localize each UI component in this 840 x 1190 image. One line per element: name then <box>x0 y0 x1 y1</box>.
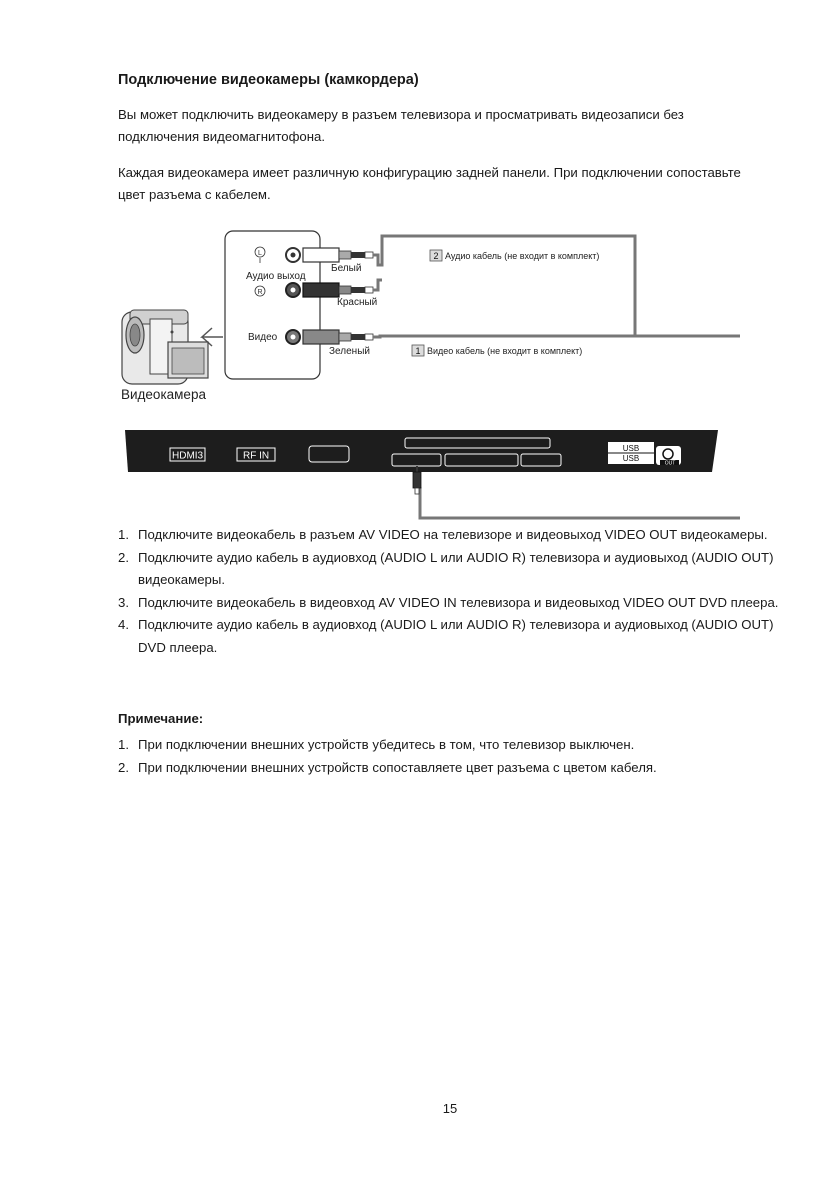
white-label: Белый <box>331 263 361 274</box>
page-number: 15 <box>442 1101 458 1116</box>
audio-cable-number: 2 <box>433 251 438 261</box>
audio-out-label: Аудио выход <box>246 271 306 282</box>
video-cable-number: 1 <box>415 346 420 356</box>
step-text: Подключите аудио кабель в аудиовход (AUD… <box>138 617 774 655</box>
step-number: 3. <box>118 594 129 610</box>
video-cable-label: Видео кабель (не входит в комплект) <box>427 346 582 356</box>
green-jack-pin <box>290 334 296 340</box>
audio-cable-number-box <box>429 249 443 262</box>
step-number: 4. <box>118 617 129 632</box>
white-jack-pin <box>290 252 296 258</box>
step-text: Подключите видеокабель в видеовход AV VI… <box>138 594 779 610</box>
green-label: Зеленый <box>329 346 370 357</box>
note-number: 2. <box>118 759 129 775</box>
left-channel-mark <box>254 246 266 258</box>
right-channel-letter: R <box>257 289 262 296</box>
step-text: Подключите аудио кабель в аудиовход (AUD… <box>138 549 774 588</box>
config-paragraph: Каждая видеокамера имеет различную конфи… <box>118 165 741 202</box>
white-plug <box>302 247 374 263</box>
step-item: 4. Подключите аудио кабель в аудиовход (… <box>118 614 798 659</box>
red-plug <box>302 282 374 298</box>
tv-video-plug <box>412 466 422 495</box>
intro-paragraph: Вы может подключить видеокамеру в разъем… <box>118 107 684 144</box>
usb-port-label-2: USB <box>623 454 639 463</box>
steps-list: 1. Подключите видеокабель в разъем AV VI… <box>118 524 798 659</box>
video-jack-label: Видео <box>248 332 278 343</box>
red-jack-pin <box>290 287 296 293</box>
left-channel-letter: L <box>258 250 262 257</box>
rf-in-port-label: RF IN <box>243 451 269 462</box>
note-number: 1. <box>118 737 129 752</box>
step-item: 2. Подключите аудио кабель в аудиовход (… <box>118 547 798 592</box>
arrow-icon <box>200 327 223 338</box>
step-number: 2. <box>118 549 129 565</box>
step-item: 1. Подключите видеокабель в разъем AV VI… <box>118 524 798 547</box>
section-heading: Подключение видеокамеры (камкордера) <box>118 72 419 88</box>
audio-cable <box>373 234 637 336</box>
step-item: 3. Подключите видеокабель в видеовход AV… <box>118 592 798 615</box>
audio-cable-label: Аудио кабель (не входит в комплект) <box>445 251 599 261</box>
hdmi-port-label: HDMI3 <box>172 451 204 462</box>
headphone-out-label: OUT <box>665 461 676 467</box>
step-number: 1. <box>118 527 129 542</box>
note-item: 2. При подключении внешних устройств соп… <box>118 757 798 780</box>
step-text: Подключите видеокабель в разъем AV VIDEO… <box>138 527 768 542</box>
right-channel-mark <box>254 285 266 297</box>
video-cable <box>373 334 740 520</box>
connection-diagram: L Аудио выход R Видео <box>121 230 740 520</box>
usb-port-label-1: USB <box>623 444 639 453</box>
notes-list: 1. При подключении внешних устройств убе… <box>118 734 798 779</box>
note-text: При подключении внешних устройств убедит… <box>138 737 635 752</box>
note-text: При подключении внешних устройств сопост… <box>138 759 657 775</box>
note-heading: Примечание: <box>118 711 204 726</box>
green-plug <box>302 329 374 345</box>
camcorder-icon <box>121 309 209 385</box>
tv-rear-panel <box>125 430 718 472</box>
note-item: 1. При подключении внешних устройств убе… <box>118 734 798 757</box>
video-cable-number-box <box>411 344 425 357</box>
red-label: Красный <box>337 297 377 308</box>
camcorder-label: Видеокамера <box>121 387 206 402</box>
